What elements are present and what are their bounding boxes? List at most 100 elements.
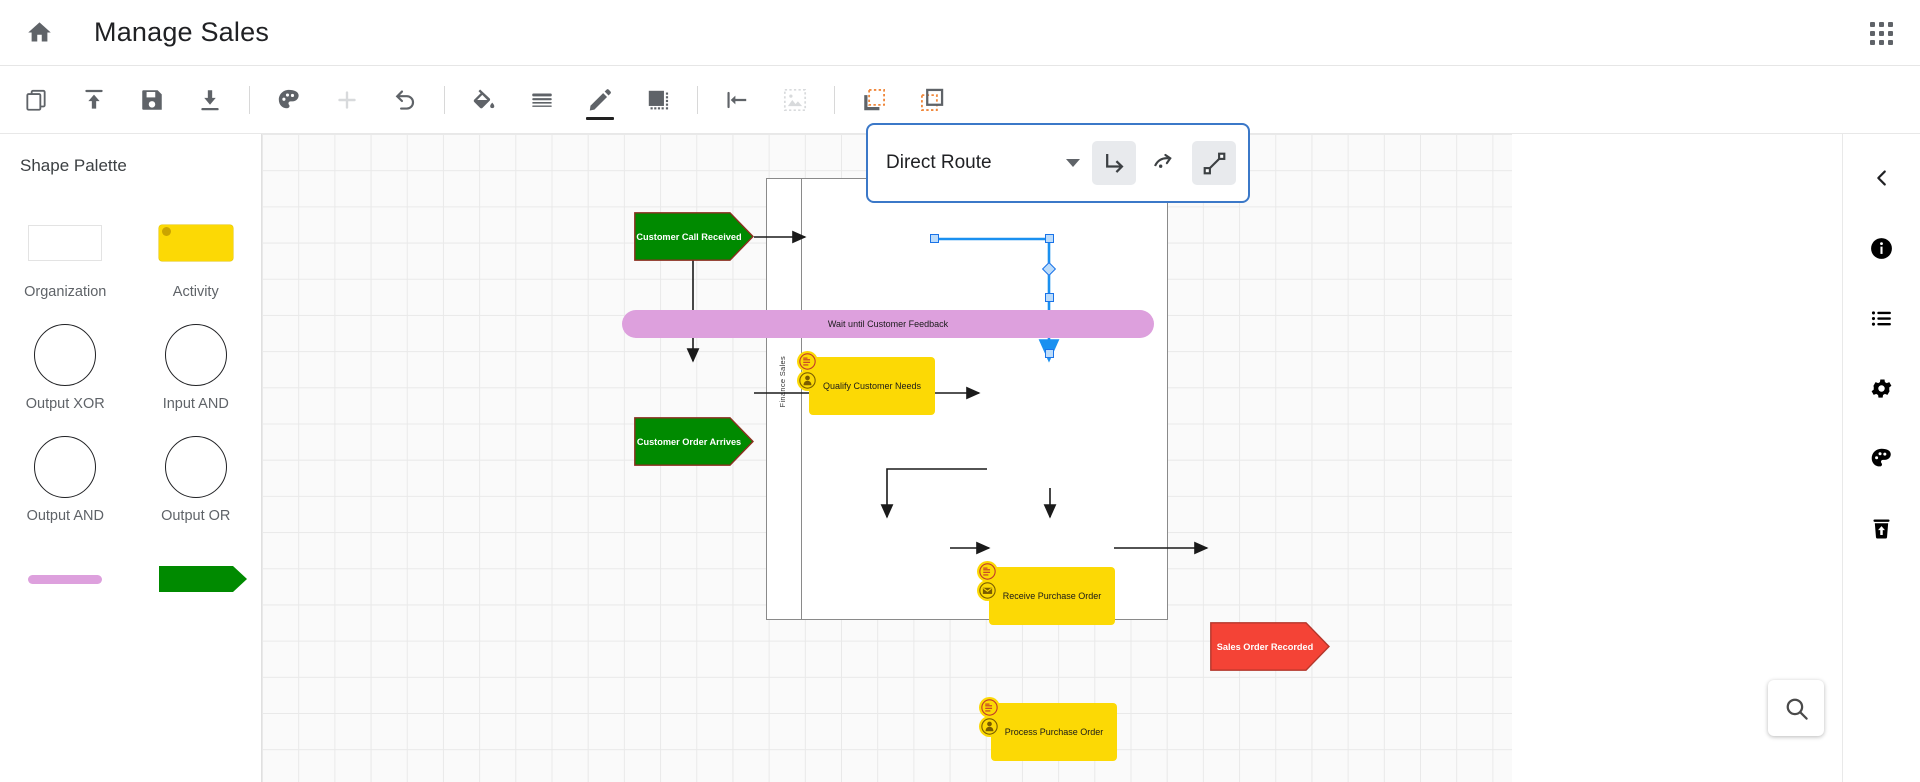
palette-item-output-xor[interactable]: Output XOR bbox=[0, 312, 131, 418]
event-arrow-shape bbox=[1210, 622, 1330, 671]
circle-shape bbox=[164, 430, 227, 504]
shape-palette-panel: Shape Palette Organization Activity Outp… bbox=[0, 134, 262, 782]
palette-item-label: Output AND bbox=[26, 508, 104, 524]
pool-lane-header[interactable] bbox=[766, 178, 802, 620]
palette-item-wait-connector[interactable] bbox=[0, 536, 131, 626]
page-title: Manage Sales bbox=[94, 17, 270, 47]
send-backward-icon[interactable] bbox=[852, 78, 896, 122]
chevron-left-icon[interactable] bbox=[1860, 156, 1904, 200]
canvas-surface: Finance Sales bbox=[262, 134, 1512, 782]
main-toolbar: Direct Route bbox=[0, 66, 1920, 203]
palette-item-label: Input AND bbox=[162, 396, 229, 412]
pink-pill-shape bbox=[28, 542, 103, 616]
activity-receive-purchase-order[interactable]: Receive Purchase Order bbox=[977, 561, 1115, 625]
toolbar-divider bbox=[834, 85, 835, 114]
zoom-search-button[interactable] bbox=[1768, 680, 1824, 736]
palette-item-label: Organization bbox=[24, 284, 107, 300]
activity-badges bbox=[797, 351, 818, 391]
download-button[interactable] bbox=[188, 78, 232, 122]
orthogonal-route-button[interactable] bbox=[1092, 141, 1136, 185]
copy-button[interactable] bbox=[14, 78, 58, 122]
document-badge-icon bbox=[797, 351, 818, 372]
activity-label: Process Purchase Order bbox=[1004, 727, 1104, 737]
apps-grid-dots bbox=[1869, 21, 1893, 45]
align-left-icon[interactable] bbox=[715, 78, 759, 122]
green-arrow-shape bbox=[158, 542, 247, 616]
event-sales-order-recorded[interactable]: Sales Order Recorded bbox=[1210, 622, 1330, 671]
person-badge-icon bbox=[979, 716, 1000, 737]
list-icon[interactable] bbox=[1860, 296, 1904, 340]
toolbar-divider bbox=[697, 85, 698, 114]
palette-item-organization[interactable]: Organization bbox=[0, 200, 131, 306]
toolbar-divider bbox=[444, 85, 445, 114]
paint-bucket-icon[interactable] bbox=[462, 78, 506, 122]
home-icon[interactable] bbox=[16, 10, 62, 56]
app-header: Manage Sales bbox=[0, 0, 1920, 66]
shape-palette-grid: Organization Activity Output XOR Input A… bbox=[0, 200, 261, 626]
apps-grid-icon[interactable] bbox=[1864, 16, 1898, 50]
palette-icon[interactable] bbox=[267, 78, 311, 122]
trash-upload-icon[interactable] bbox=[1860, 506, 1904, 550]
toolbar-divider bbox=[249, 85, 250, 114]
gear-icon[interactable] bbox=[1860, 366, 1904, 410]
activity-badges bbox=[977, 561, 998, 601]
activity-process-purchase-order[interactable]: Process Purchase Order bbox=[979, 697, 1117, 761]
person-badge-icon bbox=[797, 370, 818, 391]
event-arrow-shape bbox=[634, 212, 754, 261]
route-type-value: Direct Route bbox=[886, 152, 992, 173]
activity-label: Qualify Customer Needs bbox=[822, 381, 922, 391]
palette-icon[interactable] bbox=[1860, 436, 1904, 480]
filled-square-icon[interactable] bbox=[636, 78, 680, 122]
palette-item-label: Output OR bbox=[161, 508, 231, 524]
direct-route-button[interactable] bbox=[1192, 141, 1236, 185]
event-customer-order-arrives[interactable]: Customer Order Arrives bbox=[634, 417, 754, 466]
right-sidebar bbox=[1842, 134, 1920, 782]
shape-palette-title: Shape Palette bbox=[20, 156, 127, 175]
event-label: Sales Order Recorded bbox=[1216, 641, 1314, 652]
event-label: Customer Order Arrives bbox=[636, 436, 742, 447]
upload-button[interactable] bbox=[72, 78, 116, 122]
activity-shape bbox=[158, 206, 233, 280]
connector-layer bbox=[686, 230, 1209, 555]
document-badge-icon bbox=[977, 561, 998, 582]
palette-item-output-and[interactable]: Output AND bbox=[0, 424, 131, 530]
pen-active-indicator bbox=[586, 116, 614, 120]
diagram-canvas[interactable]: Finance Sales bbox=[262, 134, 1512, 782]
event-customer-call-received[interactable]: Customer Call Received bbox=[634, 212, 754, 261]
wait-bar-label: Wait until Customer Feedback bbox=[827, 319, 949, 329]
activity-qualify-customer-needs[interactable]: Qualify Customer Needs bbox=[797, 351, 935, 415]
organization-shape bbox=[28, 206, 103, 280]
palette-item-activity[interactable]: Activity bbox=[131, 200, 262, 306]
curved-route-button[interactable] bbox=[1142, 141, 1186, 185]
palette-item-event[interactable] bbox=[131, 536, 262, 626]
pencil-icon[interactable] bbox=[578, 78, 622, 122]
activity-badges bbox=[979, 697, 1000, 737]
image-icon[interactable] bbox=[773, 78, 817, 122]
palette-item-label: Output XOR bbox=[25, 396, 105, 412]
circle-shape bbox=[34, 430, 97, 504]
route-options-panel: Direct Route bbox=[866, 123, 1250, 203]
lines-icon[interactable] bbox=[520, 78, 564, 122]
info-circle-icon[interactable] bbox=[1860, 226, 1904, 270]
wait-until-customer-feedback-bar[interactable]: Wait until Customer Feedback bbox=[622, 310, 1154, 338]
circle-shape bbox=[164, 318, 227, 392]
envelope-badge-icon bbox=[977, 580, 998, 601]
circle-shape bbox=[34, 318, 97, 392]
connector-source-handle[interactable] bbox=[930, 234, 939, 243]
undo-icon[interactable] bbox=[383, 78, 427, 122]
document-badge-icon bbox=[979, 697, 1000, 718]
palette-item-output-or[interactable]: Output OR bbox=[131, 424, 262, 530]
save-floppy-icon[interactable] bbox=[130, 78, 174, 122]
route-type-dropdown[interactable]: Direct Route bbox=[886, 140, 1086, 186]
bring-forward-icon[interactable] bbox=[910, 78, 954, 122]
plus-icon[interactable] bbox=[325, 78, 369, 122]
connector-target-handle[interactable] bbox=[1045, 349, 1054, 358]
palette-item-input-and[interactable]: Input AND bbox=[131, 312, 262, 418]
event-label: Customer Call Received bbox=[636, 231, 742, 242]
connector-waypoint-handle[interactable] bbox=[1045, 293, 1054, 302]
chevron-down-icon bbox=[1066, 159, 1080, 167]
palette-item-label: Activity bbox=[172, 284, 219, 300]
event-arrow-shape bbox=[634, 417, 754, 466]
connector-bend-handle[interactable] bbox=[1045, 234, 1054, 243]
